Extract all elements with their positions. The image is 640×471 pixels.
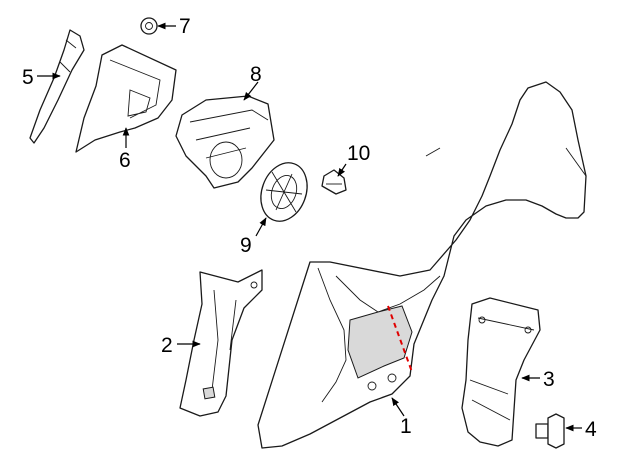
- part-7-nut[interactable]: [140, 17, 158, 35]
- part-5-pillar-trim[interactable]: [29, 29, 85, 144]
- callout-3: 3: [543, 368, 555, 391]
- callout-10: 10: [347, 142, 370, 165]
- part-2-reinforcement[interactable]: [179, 269, 263, 417]
- leader-lines: [37, 22, 582, 432]
- part-9-grommet[interactable]: [253, 156, 315, 227]
- part-4-clip[interactable]: [535, 413, 565, 449]
- part-8-duct-housing[interactable]: [175, 95, 275, 189]
- callout-1: 1: [400, 415, 412, 438]
- callout-8: 8: [250, 63, 262, 86]
- cut-line: [387, 305, 413, 373]
- callout-5: 5: [22, 66, 34, 89]
- callout-7: 7: [179, 15, 191, 38]
- part-3-wheelhouse-liner[interactable]: [461, 297, 541, 447]
- callout-2: 2: [161, 334, 173, 357]
- part-10-plug[interactable]: [321, 169, 347, 195]
- callout-6: 6: [119, 149, 131, 172]
- callout-9: 9: [240, 234, 252, 257]
- part-1-quarter-panel[interactable]: [257, 81, 587, 449]
- callout-4: 4: [585, 418, 597, 441]
